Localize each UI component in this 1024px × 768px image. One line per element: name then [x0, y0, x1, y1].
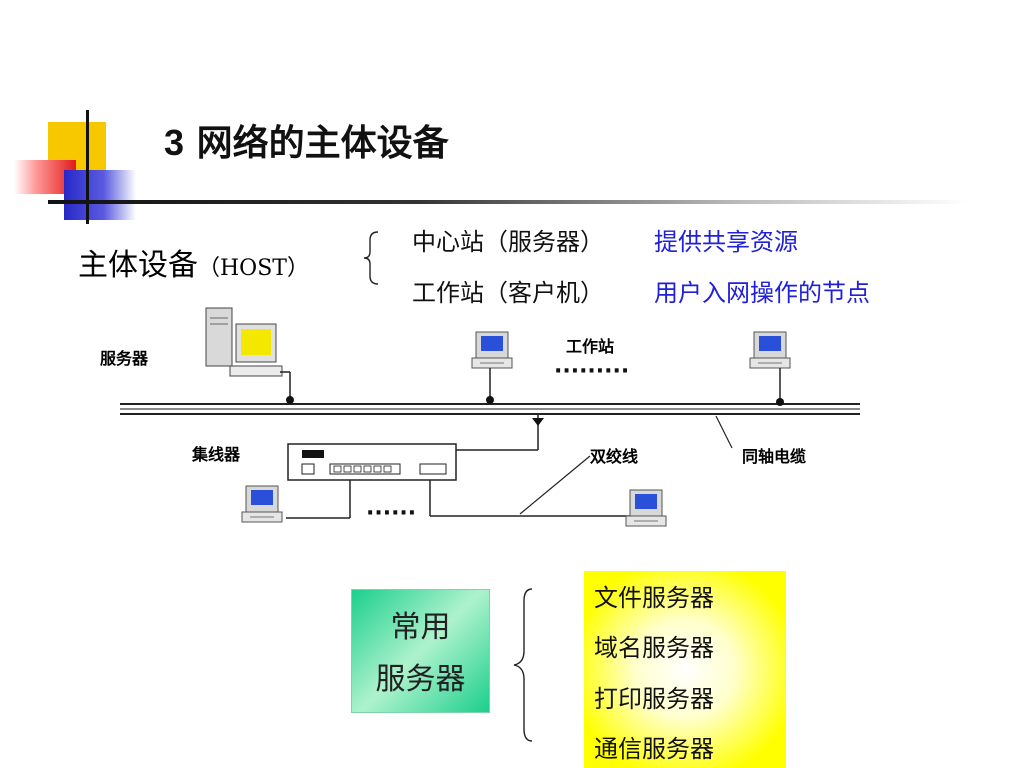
- coax-label: 同轴电缆: [742, 447, 806, 466]
- coax-bus: [120, 403, 860, 415]
- title-deco-blue-bar: [64, 170, 136, 220]
- role-desc: 提供共享资源: [654, 228, 798, 256]
- coax-pointer: [715, 415, 733, 449]
- servers-brace-icon: [513, 588, 533, 742]
- host-label: 主体设备（HOST）: [78, 240, 309, 284]
- server-computer-icon: [205, 307, 294, 404]
- title-text: 网络的主体设备: [196, 122, 449, 164]
- common-servers-box: 常用 服务器: [351, 589, 490, 713]
- role-desc-client: 用户入网操作的节点: [654, 273, 870, 308]
- server-type-item: 域名服务器: [594, 634, 714, 662]
- bottom-ellipsis: ······: [366, 501, 416, 526]
- common-servers-line2: 服务器: [375, 662, 466, 697]
- workstation-icon: [625, 489, 667, 527]
- workstation-icon: [241, 485, 283, 523]
- role-desc-server: 提供共享资源: [654, 222, 798, 257]
- server-label: 服务器: [100, 349, 149, 368]
- host-label-sub: （HOST）: [198, 256, 309, 281]
- server-type-item: 文件服务器: [594, 584, 714, 612]
- twisted-pair-pointer: [519, 455, 591, 515]
- twisted-pair-label: 双绞线: [590, 447, 638, 466]
- server-types-box: 文件服务器 域名服务器 打印服务器 通信服务器: [584, 571, 786, 768]
- top-ellipsis: ·········: [554, 359, 629, 384]
- hub-label: 集线器: [191, 445, 241, 464]
- common-servers-line1: 常用: [390, 610, 451, 645]
- workstation-icon: [749, 331, 791, 406]
- role-name: 中心站（服务器）: [412, 228, 604, 256]
- host-label-main: 主体设备: [78, 248, 198, 283]
- server-type-item: 通信服务器: [594, 735, 714, 763]
- role-row-server: 中心站（服务器）: [412, 222, 604, 257]
- role-name: 工作站（客户机）: [412, 279, 604, 307]
- host-brace-icon: [363, 231, 379, 285]
- title-number: 3: [164, 122, 185, 163]
- workstation-icon: [471, 331, 513, 404]
- role-desc: 用户入网操作的节点: [654, 279, 870, 307]
- title-underline: [48, 200, 968, 204]
- role-row-client: 工作站（客户机）: [412, 273, 604, 308]
- server-type-item: 打印服务器: [594, 685, 714, 713]
- hub-icon: [287, 443, 457, 481]
- workstation-label: 工作站: [566, 337, 614, 356]
- bus-tap-icon: [532, 418, 544, 426]
- network-diagram: 服务器 工作站 集线器 双绞线 同轴电缆 ········· ······: [100, 307, 860, 527]
- slide-title: 3 网络的主体设备: [164, 114, 449, 166]
- title-deco-vertical-line: [86, 110, 89, 224]
